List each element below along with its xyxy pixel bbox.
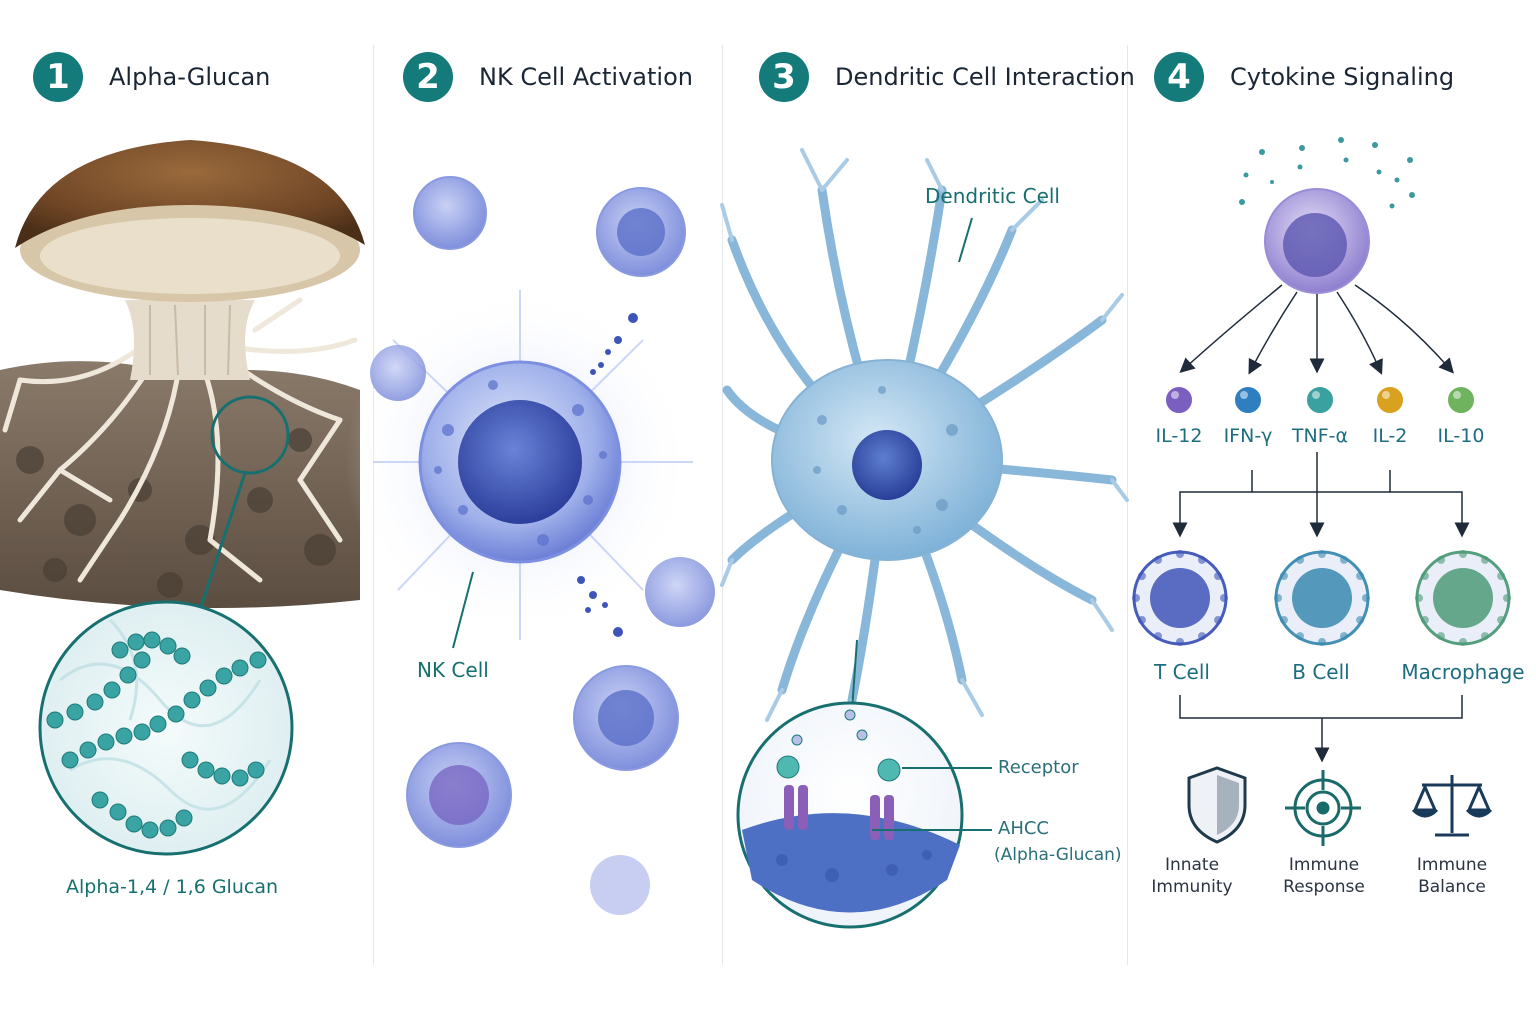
- cytokine-dot: [1164, 385, 1194, 415]
- mushroom-stem: [125, 300, 255, 380]
- nk-nucleus: [458, 400, 582, 524]
- cytokine-arrows: [1179, 284, 1454, 375]
- panel-title: NK Cell Activation: [479, 63, 693, 91]
- cell-membrane: [742, 813, 960, 913]
- panel-cytokine: 4 Cytokine Signaling: [1127, 0, 1536, 1024]
- dendritic-illustration: [720, 148, 1129, 929]
- ahcc-label: AHCC: [998, 818, 1049, 839]
- immune-cell-label: Macrophage: [1401, 660, 1525, 684]
- panel-divider: [722, 45, 723, 965]
- cytokine-label: IL-2: [1372, 425, 1408, 447]
- soil: [0, 361, 360, 608]
- glucan-caption: Alpha-1,4 / 1,6 Glucan: [66, 876, 279, 898]
- cytokine-dot: [1305, 385, 1335, 415]
- outcome-line: Balance: [1418, 877, 1486, 897]
- outcome-line: Response: [1283, 877, 1365, 897]
- immune-cell-circle: [1274, 550, 1370, 646]
- target-icon: [1285, 770, 1361, 846]
- immune-cell-circle: [1132, 550, 1228, 646]
- cytokine-label: IL-12: [1155, 425, 1203, 447]
- panel-title: Dendritic Cell Interaction: [835, 63, 1135, 91]
- panel-title: Alpha-Glucan: [109, 63, 271, 91]
- outcome-label: Immune Balance: [1402, 854, 1502, 898]
- small-cell: [413, 176, 487, 250]
- step-number: 1: [33, 52, 83, 102]
- step-number: 2: [403, 52, 453, 102]
- cytokine-label: IFN-γ: [1223, 425, 1273, 447]
- outcome-line: Immunity: [1151, 877, 1233, 897]
- dendritic-nucleus: [852, 430, 922, 500]
- nk-cell-illustration: [345, 176, 715, 915]
- cytokine-label: IL-10: [1437, 425, 1485, 447]
- panel-dendritic: 3 Dendritic Cell Interaction: [720, 0, 1135, 1024]
- ahcc-molecule: [776, 709, 901, 782]
- ahcc-sub-label: (Alpha-Glucan): [994, 845, 1122, 865]
- cytokine-dot: [1233, 385, 1263, 415]
- outcome-label: Immune Response: [1274, 854, 1374, 898]
- immune-cell-circle: [1415, 550, 1511, 646]
- mushroom-cap: [15, 140, 365, 248]
- nk-cell-label: NK Cell: [417, 658, 489, 682]
- outcome-line: Immune: [1288, 855, 1360, 875]
- small-cell: [370, 345, 426, 401]
- zoom-ring: [210, 395, 290, 475]
- panel-alpha-glucan: 1 Alpha-Glucan: [0, 0, 373, 1024]
- cytokine-label: TNF-α: [1291, 425, 1349, 447]
- panel-title: Cytokine Signaling: [1230, 63, 1455, 91]
- panel-nk-activation: 2 NK Cell Activation: [345, 0, 722, 1024]
- shield-icon: [1187, 766, 1247, 844]
- panel-divider: [1127, 45, 1128, 965]
- immune-cell-label: T Cell: [1154, 660, 1210, 684]
- mushroom-illustration: [0, 140, 365, 856]
- outcome-label: Innate Immunity: [1142, 854, 1242, 898]
- cytokine-flow-diagram: [1132, 137, 1511, 846]
- step-number: 3: [759, 52, 809, 102]
- receptor-label: Receptor: [998, 757, 1079, 778]
- branch-lines: [1172, 452, 1470, 763]
- scale-icon: [1411, 775, 1493, 837]
- outcome-line: Innate: [1164, 855, 1220, 875]
- step-number: 4: [1154, 52, 1204, 102]
- cytokine-dot: [1446, 385, 1476, 415]
- small-cell: [590, 855, 650, 915]
- outcome-line: Immune: [1416, 855, 1488, 875]
- small-cell: [645, 557, 715, 627]
- dendritic-cell-label: Dendritic Cell: [925, 184, 1060, 208]
- receptor: [784, 785, 894, 840]
- immune-cell-label: B Cell: [1292, 660, 1350, 684]
- cytokine-dot: [1375, 385, 1405, 415]
